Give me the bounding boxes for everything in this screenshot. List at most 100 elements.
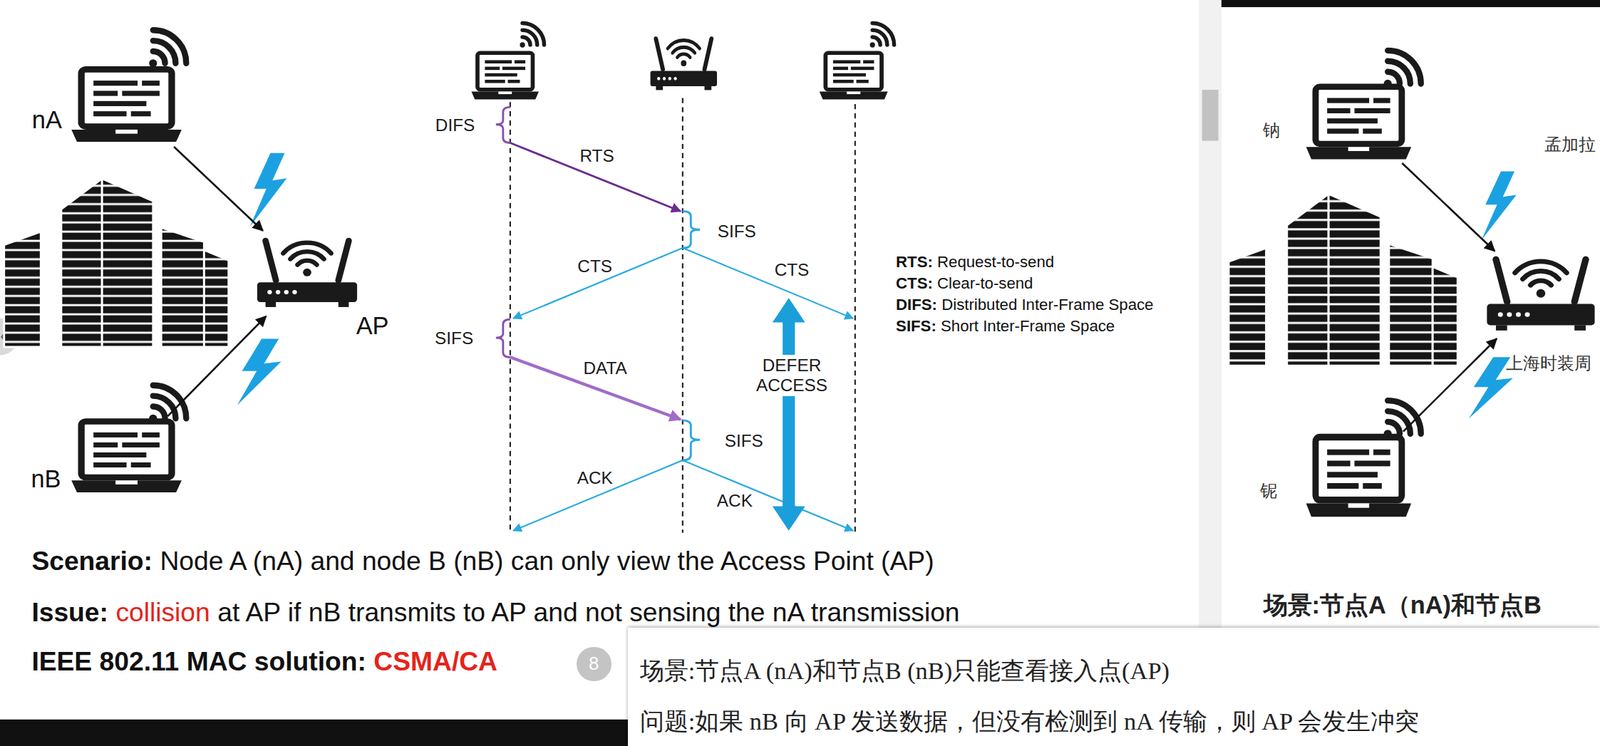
wifi-icon — [870, 23, 895, 48]
access-point-node: 上海时装周 — [1481, 253, 1600, 337]
message-label: SIFS — [724, 431, 764, 452]
interval-brace — [682, 210, 700, 249]
term-label: IEEE 802.11 MAC solution: — [31, 645, 367, 677]
label-holder: RTS — [579, 146, 614, 167]
text-row: Issue:collisionat AP if nB transmits to … — [31, 597, 960, 628]
interference-bolt — [1481, 171, 1517, 241]
message-label: SIFS — [434, 328, 474, 349]
text-label: Node A (nA) and node B (nB) can only vie… — [159, 545, 934, 577]
buildings-icon — [4, 178, 229, 348]
laptop-icon — [471, 52, 539, 100]
popup-text: 问题:如果 nB 向 AP 发送数据，但没有检测到 nA 传输，则 AP 会发生… — [640, 706, 1420, 737]
laptop-node: nA — [71, 61, 184, 145]
message-label: CTS — [774, 260, 810, 281]
laptop-node: 铌 — [1304, 433, 1413, 519]
link-arrow — [1401, 163, 1495, 251]
label-holder: CTS — [577, 256, 613, 277]
message-arrow — [510, 357, 681, 420]
label-holder: DEFER ACCESS — [754, 354, 830, 397]
message-label: ACK — [577, 468, 613, 489]
laptop-icon — [71, 69, 182, 142]
popup-text: 场景:节点A (nA)和节点B (nB)只能查看接入点(AP) — [640, 656, 1170, 686]
buildings-icon — [1228, 193, 1458, 366]
message-label: DEFER ACCESS — [754, 354, 830, 397]
interference-bolt — [250, 153, 288, 227]
message-label: DIFS — [435, 115, 475, 136]
message-arrow — [513, 460, 683, 531]
term-label: Issue: — [31, 597, 109, 628]
message-arrow — [682, 460, 854, 531]
router-icon — [257, 240, 358, 308]
wifi-icon — [519, 23, 544, 48]
text-label: Short Inter-Frame Space — [940, 317, 1115, 336]
lifeline — [682, 97, 684, 533]
link-arrow — [1403, 338, 1497, 432]
message-label: CTS — [577, 256, 613, 277]
node-label: 钠 — [1262, 120, 1280, 141]
message-label: ACK — [716, 491, 753, 512]
text-label: 孟加拉 — [1544, 134, 1596, 155]
label-holder: SIFS — [717, 221, 757, 242]
scrollbar-track — [1198, 0, 1221, 720]
node-label: AP — [356, 312, 390, 341]
label-holder: DIFS — [435, 115, 475, 136]
laptop-node: 钠 — [1304, 81, 1413, 162]
router-icon — [650, 38, 717, 90]
text-label: 场景:节点A（nA)和节点B — [1263, 592, 1542, 621]
label-holder: 孟加拉 — [1544, 134, 1596, 155]
badge-node: 8 — [576, 647, 612, 683]
access-point-node: AP — [253, 232, 364, 315]
text-label: Distributed Inter-Frame Space — [941, 295, 1154, 315]
text-label: at AP if nB transmits to AP and not sens… — [217, 597, 960, 628]
laptop-icon — [819, 52, 889, 100]
text-row: CTS:Clear-to-send — [895, 274, 1033, 293]
interference-bolt — [237, 339, 282, 406]
link-arrow — [167, 316, 266, 417]
top-bar — [1221, 0, 1600, 8]
node-label: 上海时装周 — [1505, 353, 1592, 374]
laptop-icon — [1306, 436, 1412, 517]
label-holder: 场景:节点A（nA)和节点B — [1263, 592, 1542, 621]
interval-brace — [682, 420, 700, 461]
term-label: RTS: — [895, 253, 933, 272]
interval-brace — [496, 319, 511, 358]
popup-node: 场景:节点A (nA)和节点B (nB)只能查看接入点(AP) 问题:如果 nB … — [627, 627, 1600, 746]
message-label: RTS — [579, 146, 614, 167]
defer-double-arrow — [772, 297, 806, 531]
message-arrow — [513, 248, 683, 319]
laptop-icon — [71, 421, 182, 493]
term-label: CSMA/CA — [373, 645, 498, 677]
label-holder: DATA — [582, 358, 627, 379]
wifi-icon — [1384, 50, 1422, 88]
text-row: DIFS:Distributed Inter-Frame Space — [895, 295, 1154, 315]
message-label: DATA — [582, 358, 627, 379]
text-row: Scenario:Node A (nA) and node B (nB) can… — [31, 545, 934, 577]
lifeline — [854, 104, 856, 534]
message-label: SIFS — [717, 221, 757, 242]
wifi-icon — [148, 29, 187, 67]
badge-number: 8 — [588, 654, 599, 674]
label-holder: CTS — [774, 260, 810, 281]
text-label: Request-to-send — [937, 253, 1055, 272]
text-label: collision — [115, 597, 210, 628]
node-label: nB — [30, 465, 61, 494]
link-arrow — [173, 146, 263, 231]
interval-brace — [496, 106, 511, 143]
term-label: Scenario: — [31, 545, 153, 577]
term-label: SIFS: — [895, 317, 937, 336]
label-holder: SIFS — [434, 328, 474, 349]
laptop-icon — [1306, 86, 1412, 160]
router-icon — [1486, 259, 1595, 331]
node-label: nA — [32, 106, 63, 135]
text-row: SIFS:Short Inter-Frame Space — [895, 317, 1115, 336]
scrollbar-thumb — [1202, 89, 1219, 142]
text-label: Clear-to-send — [937, 274, 1033, 293]
laptop-node: nB — [71, 418, 184, 497]
node-label: 铌 — [1260, 481, 1278, 502]
message-arrow — [510, 143, 681, 212]
lifeline — [509, 101, 512, 533]
label-holder: ACK — [577, 468, 613, 489]
label-holder: ACK — [716, 491, 753, 512]
label-holder: SIFS — [724, 431, 764, 452]
